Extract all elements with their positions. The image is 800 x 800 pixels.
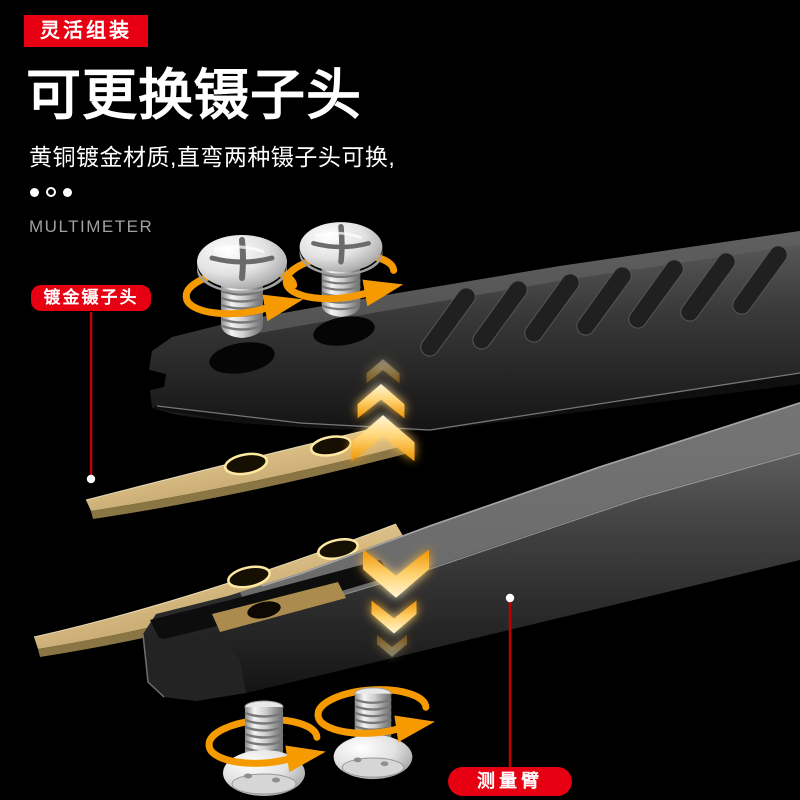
dot-indicators xyxy=(30,187,72,197)
grip-ribs xyxy=(420,245,788,357)
screw-hole xyxy=(209,342,275,374)
callout-connectors xyxy=(86,312,515,770)
dot-hollow xyxy=(46,187,56,197)
connector-dot xyxy=(86,474,96,484)
dot-filled xyxy=(30,187,39,197)
upper-tweezer-arm xyxy=(149,231,800,431)
lower-tweezer-arm xyxy=(142,402,800,701)
threaded-hole xyxy=(224,452,268,476)
brand-word: MULTIMETER xyxy=(29,217,154,236)
gold-tweezer-tip-upper xyxy=(85,423,405,519)
threaded-hole xyxy=(227,565,271,589)
feature-badge: 灵活组装 xyxy=(24,15,148,47)
threaded-hole xyxy=(309,435,353,457)
threaded-hole xyxy=(317,538,359,560)
dot-filled xyxy=(63,187,72,197)
bottom-screws xyxy=(208,686,436,798)
gold-tweezer-tip-lower xyxy=(33,523,410,657)
threaded-hole xyxy=(247,601,281,619)
callout-measuring-arm-label: 测量臂 xyxy=(448,767,572,796)
page-title: 可更换镊子头 xyxy=(26,64,363,126)
screw-hole xyxy=(313,316,375,346)
callout-gold-tip-label: 镀金镊子头 xyxy=(31,285,151,311)
connector-dot xyxy=(505,593,515,603)
subtitle: 黄铜镀金材质,直弯两种镊子头可换, xyxy=(29,144,396,170)
